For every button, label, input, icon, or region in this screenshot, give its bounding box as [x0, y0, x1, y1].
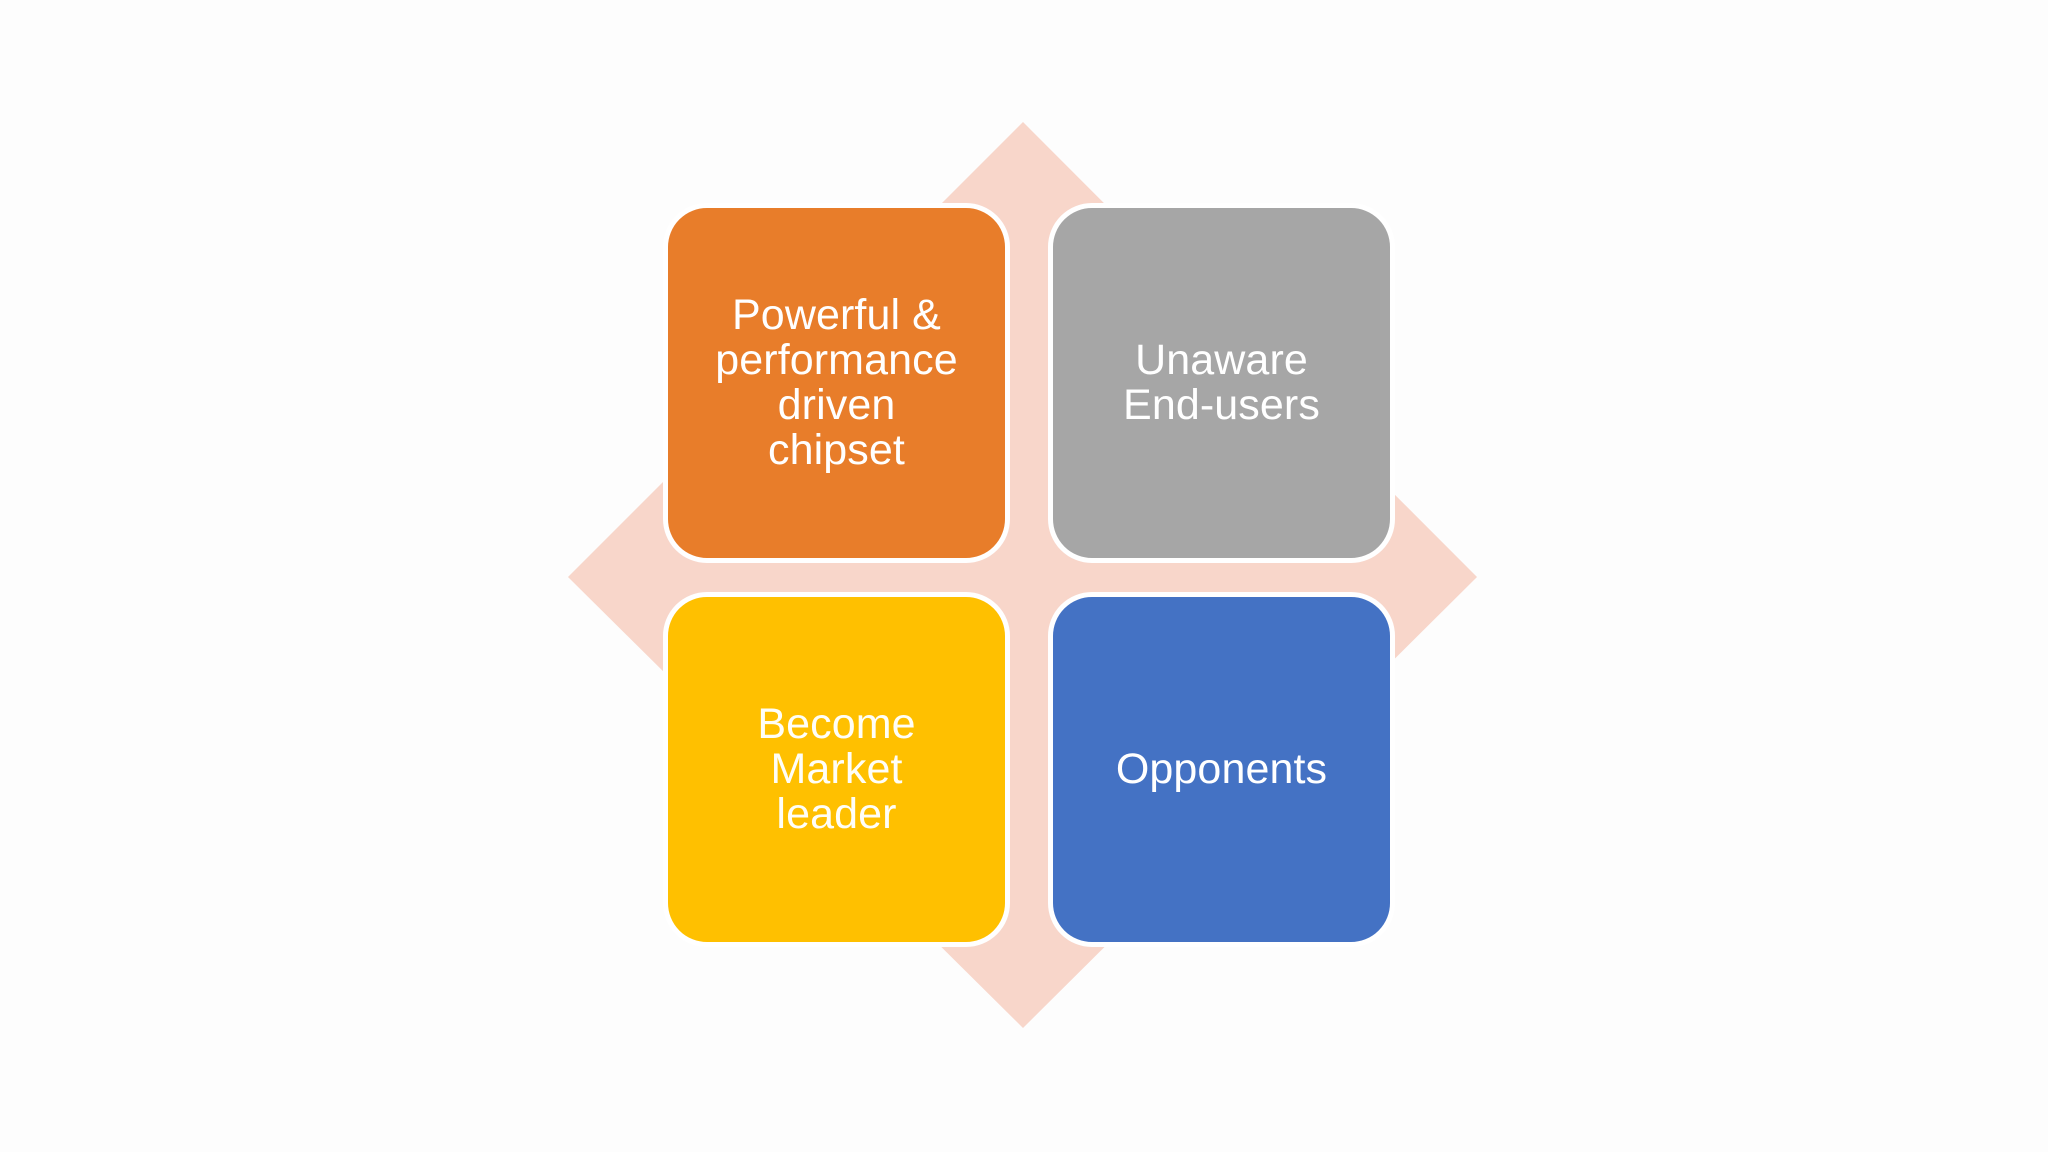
- quadrant-label-strengths: Powerful & performance driven chipset: [715, 290, 958, 475]
- quadrant-tile-weaknesses[interactable]: Unaware End-users: [1048, 203, 1395, 563]
- quadrant-tile-opportunities[interactable]: Become Market leader: [663, 592, 1010, 947]
- quadrant-grid: Powerful & performance driven chipset Un…: [663, 203, 1395, 947]
- quadrant-label-weaknesses: Unaware End-users: [1123, 335, 1320, 429]
- quadrant-label-threats: Opponents: [1115, 744, 1328, 793]
- quadrant-label-opportunities: Become Market leader: [757, 699, 916, 839]
- quadrant-tile-threats[interactable]: Opponents: [1048, 592, 1395, 947]
- quadrant-tile-strengths[interactable]: Powerful & performance driven chipset: [663, 203, 1010, 563]
